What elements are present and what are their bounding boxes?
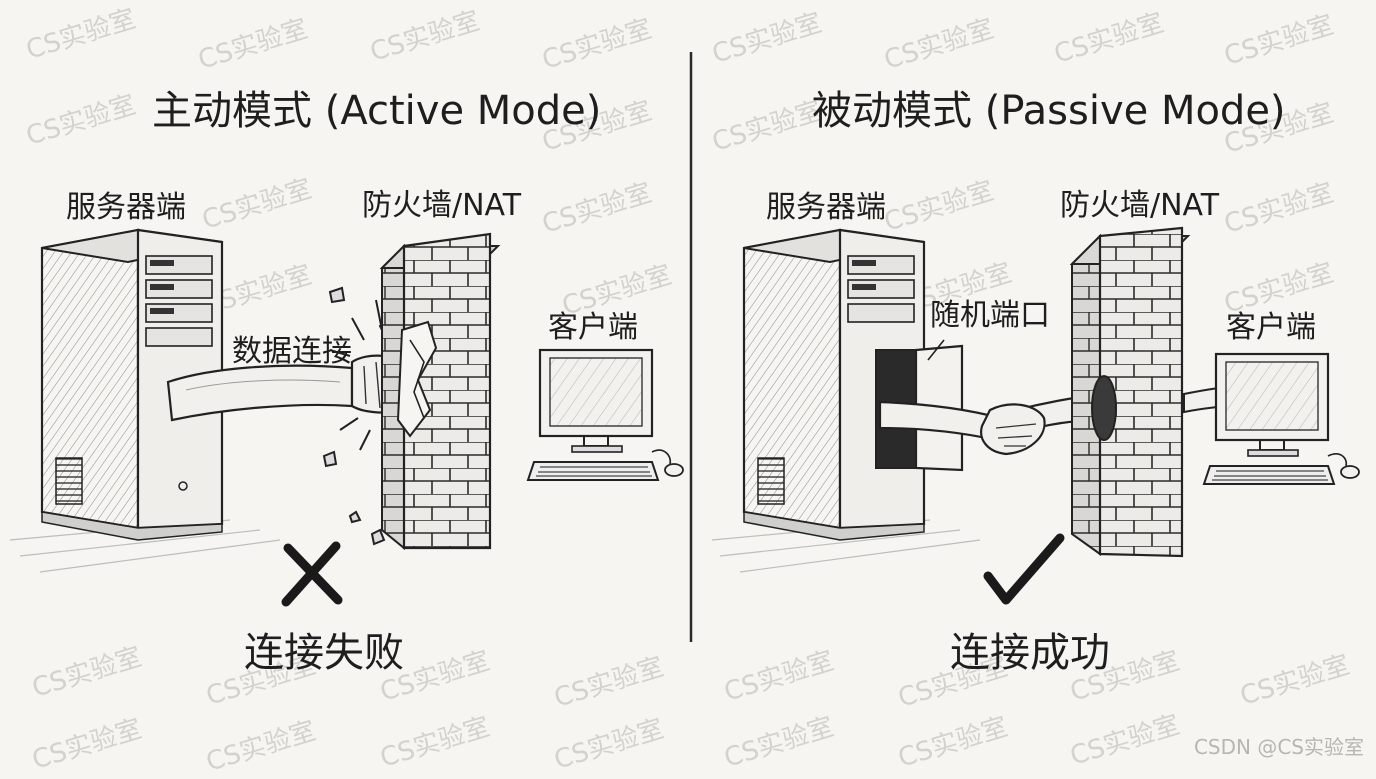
- success-check-icon: [983, 533, 1065, 605]
- client-computer: [1202, 352, 1360, 485]
- failure-cross-icon: [281, 541, 343, 607]
- random-port-label: 随机端口: [930, 298, 1050, 333]
- active-client-label: 客户端: [548, 310, 638, 345]
- passive-server-label: 服务器端: [766, 190, 886, 225]
- server-tower: [742, 228, 964, 541]
- footer-credit: CSDN @CS实验室: [1193, 735, 1364, 759]
- data-connection-label: 数据连接: [232, 334, 352, 369]
- passive-mode-title: 被动模式 (Passive Mode): [812, 88, 1286, 134]
- passive-client-label: 客户端: [1226, 310, 1316, 345]
- handshake: [878, 392, 1104, 456]
- client-computer: [526, 348, 684, 481]
- firewall-wall: [1069, 226, 1191, 558]
- server-tower: [40, 228, 224, 541]
- active-firewall-label: 防火墙/NAT: [362, 188, 522, 223]
- active-result-text: 连接失败: [244, 630, 404, 676]
- active-server-label: 服务器端: [66, 190, 186, 225]
- firewall-wall: [379, 232, 501, 551]
- passive-result-text: 连接成功: [950, 630, 1110, 676]
- active-mode-title: 主动模式 (Active Mode): [152, 88, 602, 134]
- passive-firewall-label: 防火墙/NAT: [1060, 188, 1220, 223]
